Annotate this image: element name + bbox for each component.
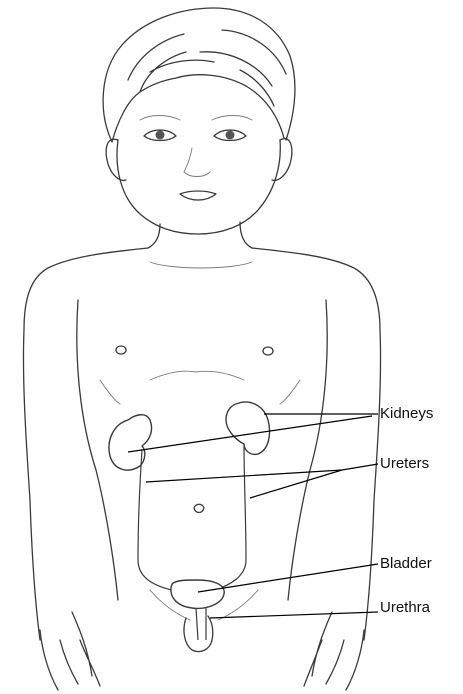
label-kidneys: Kidneys xyxy=(380,405,433,422)
left-ureter xyxy=(138,450,172,590)
mouth xyxy=(180,191,216,200)
ureters-leader xyxy=(146,464,378,498)
right-torso-side xyxy=(288,300,327,600)
head-outline xyxy=(117,140,280,234)
left-hand xyxy=(40,612,100,690)
right-nipple xyxy=(263,347,273,355)
left-pupil xyxy=(156,131,165,140)
right-pupil xyxy=(226,131,235,140)
urethra-leader xyxy=(210,612,378,618)
right-ureter xyxy=(214,444,246,590)
urethra-tube xyxy=(196,608,206,640)
nose xyxy=(184,148,210,177)
left-eyebrow xyxy=(140,116,180,121)
hair xyxy=(103,8,295,142)
navel xyxy=(194,504,204,512)
bladder-leader xyxy=(198,564,378,592)
left-nipple xyxy=(116,346,126,354)
left-kidney xyxy=(109,415,152,470)
right-kidney xyxy=(226,402,270,454)
label-urethra: Urethra xyxy=(380,599,431,616)
right-ear xyxy=(272,139,292,181)
label-bladder: Bladder xyxy=(380,555,432,572)
ribcage xyxy=(100,371,300,404)
label-ureters: Ureters xyxy=(380,455,429,472)
right-hand xyxy=(304,612,364,690)
face xyxy=(106,116,292,235)
left-ear xyxy=(106,139,126,180)
right-eyebrow xyxy=(212,116,252,121)
urinary-system xyxy=(109,402,270,640)
collarbone xyxy=(150,262,252,268)
genitals xyxy=(184,616,213,652)
bladder xyxy=(171,580,224,608)
